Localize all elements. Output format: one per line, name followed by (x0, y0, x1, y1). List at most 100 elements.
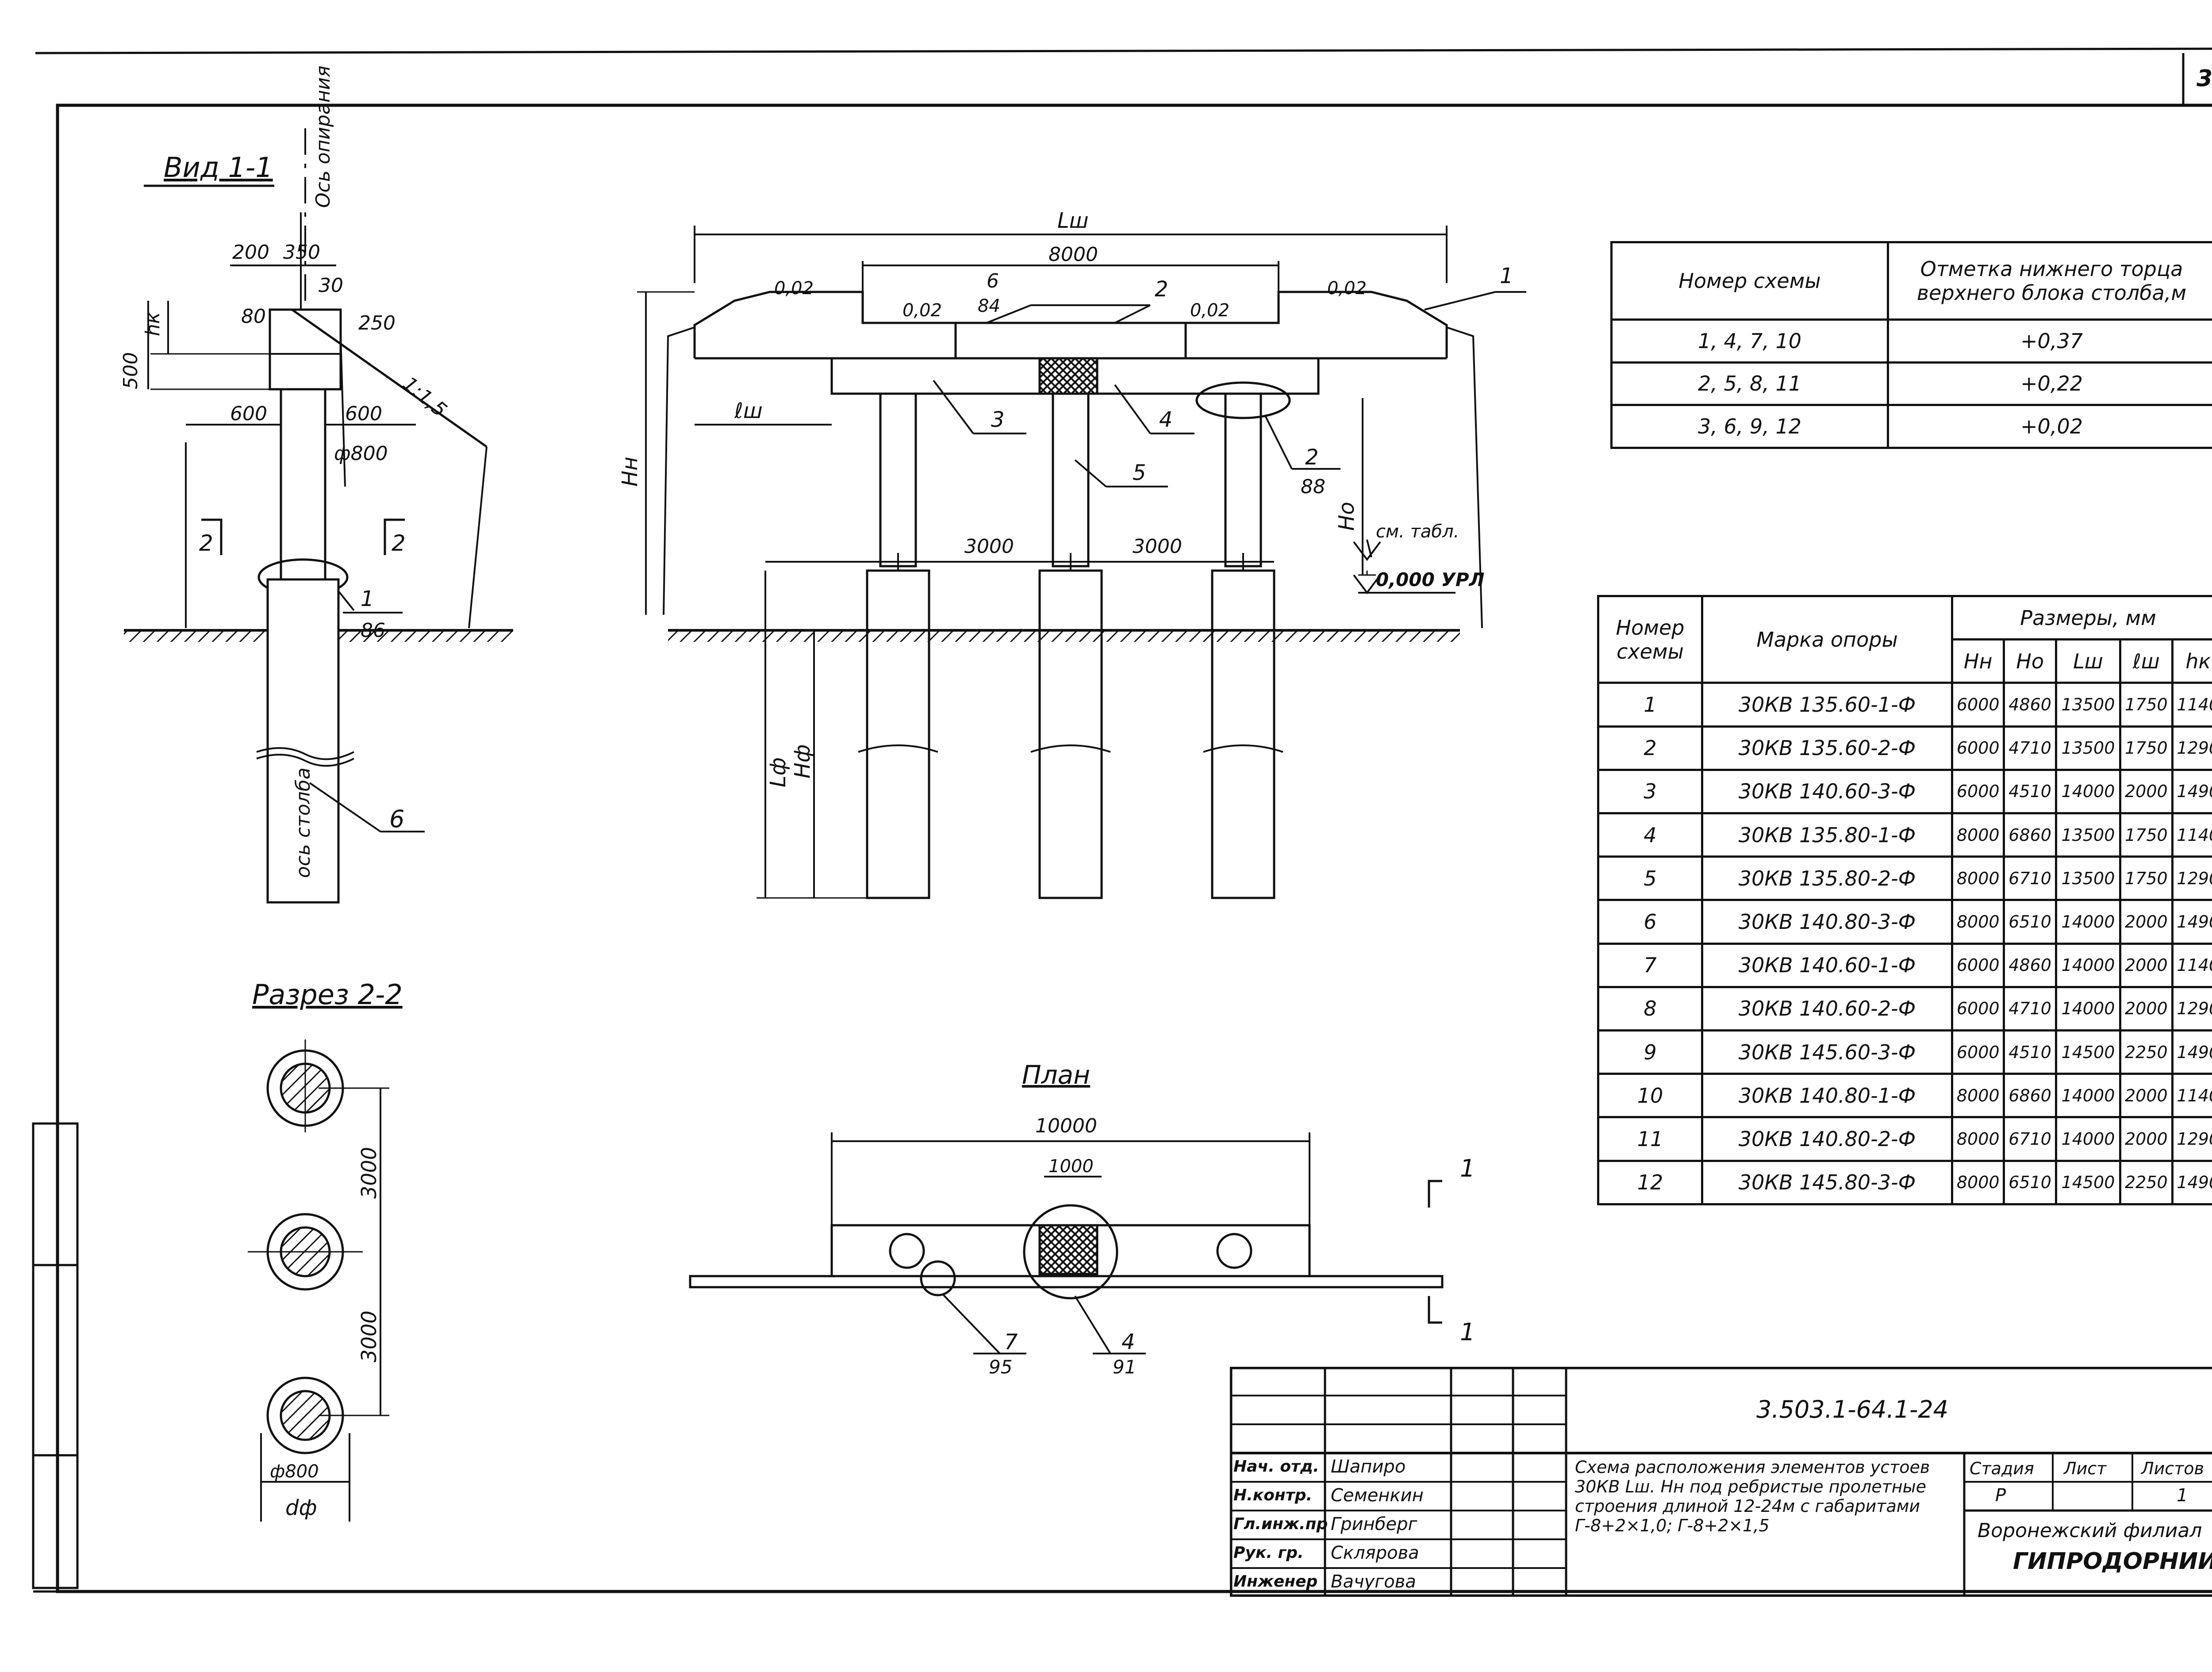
table-cell: 1290 (2171, 725, 2212, 771)
section-mark-left: 2 (199, 530, 213, 556)
stage-value: Р (1995, 1485, 2006, 1506)
header-hk: hк (2171, 638, 2212, 684)
header-ho: Hо (2003, 638, 2057, 684)
dim-hk: hк (142, 312, 164, 336)
sheet-value: 1 (2177, 1485, 2188, 1506)
dim-250: 250 (358, 312, 396, 334)
section-2-2-title: Разрез 2-2 (252, 978, 403, 1011)
table-cell: 14500 (2055, 1029, 2122, 1075)
name-3: Склярова (1331, 1543, 1419, 1563)
doc-description: Схема расположения элементов устоев 30КВ… (1575, 1457, 1930, 1535)
table-cell: 30КВ 135.80-1-Ф (1701, 812, 1953, 858)
table-cell: 30КВ 145.60-3-Ф (1701, 1029, 1953, 1075)
dim-500: 500 (119, 352, 142, 389)
plan-callout-7: 7 (1004, 1330, 1018, 1354)
table-cell: 5 (1597, 855, 1703, 901)
table-cell: 2250 (2119, 1159, 2174, 1206)
table-cell: 6000 (1951, 682, 2005, 728)
dim-200: 200 (232, 241, 269, 264)
table-cell: 14000 (2055, 1073, 2122, 1119)
table-cell: 1490 (2171, 1029, 2212, 1075)
table-upper-header-mark: Отметка нижнего торца верхнего блока сто… (1887, 241, 2212, 321)
table-level-marks: Номер схемы Отметка нижнего торца верхне… (1610, 241, 2212, 449)
header-lw: Lш (2055, 638, 2122, 684)
dim-8000: 8000 (1048, 243, 1098, 266)
label-ho: Hо (1334, 502, 1359, 531)
table-cell: 6510 (2003, 1159, 2057, 1206)
plan-view: План 10000 1000 1 1 7 95 4 91 (689, 1060, 1475, 1378)
plan-callout-7-sheet: 95 (989, 1356, 1012, 1378)
table-cell: 1290 (2171, 855, 2212, 901)
table-cell: 1290 (2171, 986, 2212, 1032)
callout-5: 5 (1133, 460, 1146, 485)
table-cell: 4860 (2003, 942, 2057, 988)
name-4: Вачугова (1331, 1572, 1416, 1592)
plan-callout-4-sheet: 91 (1113, 1356, 1136, 1378)
table-cell: 1140 (2171, 1073, 2212, 1119)
table-cell: 1750 (2119, 812, 2174, 858)
table-cell: 12 (1597, 1159, 1703, 1206)
table-cell: 30КВ 140.60-3-Ф (1701, 768, 1953, 815)
table-cell: 2000 (2119, 942, 2174, 988)
table-cell: 1290 (2171, 1116, 2212, 1162)
doc-code: 3.503.1-64.1-24 (1756, 1396, 1949, 1423)
callout-2: 2 (1155, 277, 1168, 302)
table-cell: 4 (1597, 812, 1703, 858)
callout-1: 1 (1500, 264, 1513, 288)
header-lw-small: ℓш (2119, 638, 2174, 684)
table-main-header-sizes: Размеры, мм (1951, 594, 2212, 641)
table-cell: 14000 (2055, 899, 2122, 945)
table-cell: 1750 (2119, 855, 2174, 901)
slope-4: 0,02 (1327, 278, 1367, 299)
section-2-2: Разрез 2-2 3000 3000 ф800 dф (248, 978, 403, 1522)
table-cell: 4710 (2003, 725, 2057, 771)
dim-df: dф (285, 1496, 317, 1520)
dim-600-left: 600 (230, 403, 267, 425)
table-cell: 6710 (2003, 855, 2057, 901)
section-mark-right: 2 (392, 530, 406, 556)
table-cell: 8 (1597, 986, 1703, 1032)
table-cell: 6000 (1951, 725, 2005, 771)
front-view-labels: Lш 8000 0,02 0,02 0,02 0,02 1 6 84 2 ℓш … (618, 208, 1513, 787)
table-cell: 14000 (2055, 942, 2122, 988)
organization-name: ГИПРОДОРНИИ (2013, 1548, 2212, 1575)
table-cell: 30КВ 135.60-2-Ф (1701, 725, 1953, 771)
table-cell: 2000 (2119, 768, 2174, 815)
table-cell: 1 (1597, 682, 1703, 728)
stage-label: Стадия (1970, 1459, 2034, 1478)
table-cell: 30КВ 140.80-1-Ф (1701, 1073, 1953, 1119)
callout-4: 4 (1159, 407, 1173, 432)
table-cell: 3 (1597, 768, 1703, 815)
plan-callout-4: 4 (1121, 1330, 1135, 1354)
name-2: Гринберг (1331, 1514, 1417, 1534)
callout-2b: 2 (1305, 445, 1319, 470)
table-cell: 14000 (2055, 768, 2122, 815)
table-cell: 1750 (2119, 682, 2174, 728)
table-upper-header-scheme: Номер схемы (1610, 241, 1889, 321)
table-cell: 13500 (2055, 725, 2122, 771)
slope-2: 0,02 (902, 300, 942, 321)
plan-dim-1000: 1000 (1048, 1156, 1094, 1177)
table-cell: 6000 (1951, 1029, 2005, 1075)
table-cell: 4510 (2003, 1029, 2057, 1075)
table-cell: 2000 (2119, 1073, 2174, 1119)
table-cell: 14000 (2055, 1116, 2122, 1162)
dim-3000-a: 3000 (964, 535, 1014, 558)
table-support-marks: Номер схемы Марка опоры Размеры, мм Hн H… (1597, 594, 2212, 1206)
table-cell: 8000 (1951, 899, 2005, 945)
plan-title: План (1022, 1060, 1090, 1090)
role-4: Инженер (1233, 1572, 1318, 1591)
table-cell: 13500 (2055, 855, 2122, 901)
axis-support-label: Ось опирания (312, 65, 334, 208)
label-hn: Hн (618, 457, 642, 487)
table-cell: 1140 (2171, 812, 2212, 858)
dim-30: 30 (319, 274, 343, 297)
